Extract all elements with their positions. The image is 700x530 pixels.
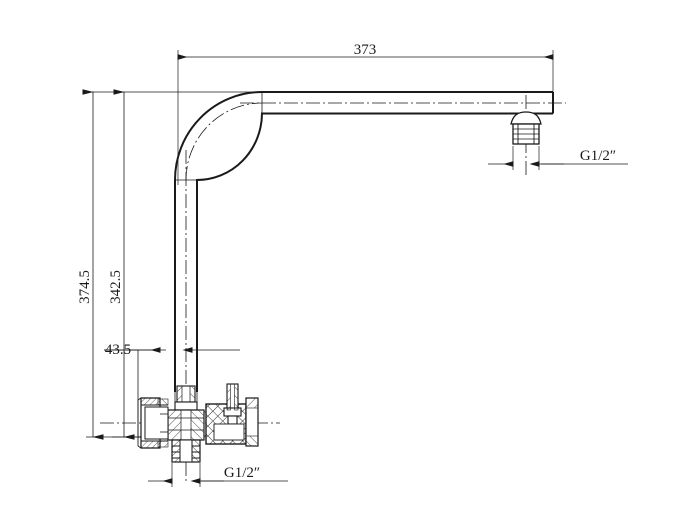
valve-internal-detail [160,386,206,437]
arm-inner-contour [196,112,553,392]
valve-assembly [137,383,259,463]
left-flange-seal-hatch [157,398,169,448]
dimension-label-373: 373 [354,42,377,58]
right-cap-window [213,423,245,441]
outlet-bore [517,124,535,144]
dimension-label-374-5: 374.5 [77,270,93,304]
outlet-thread-lines [513,128,539,140]
outlet-thread-label: G1/2″ [580,148,616,164]
inlet-thread-label: G1/2″ [224,465,260,481]
right-handle-hatch [226,383,239,411]
inlet-thread-annotation: G1/2″ [148,463,288,487]
right-end-cap-hatch [245,397,259,447]
dimension-label-342-5: 342.5 [108,270,124,304]
dimension-374-5: 374.5 [77,89,104,440]
inlet-bore [179,439,193,463]
dimension-label-43-5: 43.5 [105,342,131,358]
dimension-342-5: 342.5 [108,89,135,440]
arm-outer-contour [174,91,553,392]
outlet-shoulder [510,111,542,125]
left-flange-inner-chamber [144,406,169,440]
outlet-thread-annotation: G1/2″ [488,146,628,170]
dimension-373: 373 [177,42,554,60]
outlet-fitting [510,111,542,145]
valve-stem-hatch [176,385,196,403]
